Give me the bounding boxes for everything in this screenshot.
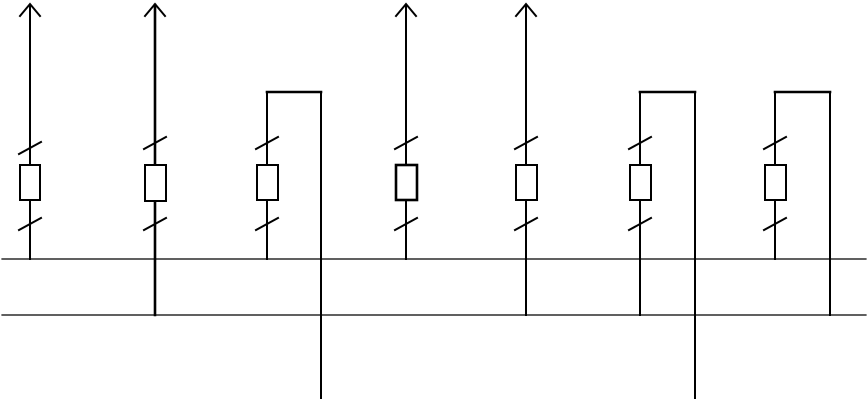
switch-mark-upper (627, 135, 653, 151)
element-box (764, 164, 787, 201)
element-box (256, 164, 279, 201)
element-box (629, 164, 652, 201)
switch-mark-lower (393, 216, 419, 232)
feeder-3 (254, 90, 323, 399)
arrow-head-icon (143, 2, 167, 18)
switch-mark-upper (762, 135, 788, 151)
switch-mark-upper (254, 135, 280, 151)
feeder-6 (627, 90, 697, 399)
switch-mark-lower (142, 216, 168, 232)
switch-mark-lower (254, 216, 280, 232)
switch-mark-upper (513, 135, 539, 151)
feeder-2 (142, 2, 168, 317)
switch-mark-upper (142, 135, 168, 151)
arrow-head-icon (18, 2, 42, 18)
feeder-5 (513, 2, 539, 316)
switch-mark-upper (17, 140, 43, 156)
element-box (144, 164, 167, 202)
switch-mark-lower (17, 216, 43, 232)
element-box (394, 163, 419, 202)
feeder-4 (393, 2, 419, 260)
arrow-head-icon (394, 2, 418, 18)
feeder-7 (762, 90, 832, 316)
element-box (19, 164, 41, 201)
feeder-1 (17, 2, 43, 260)
switch-mark-lower (627, 216, 653, 232)
switch-mark-lower (762, 216, 788, 232)
switch-mark-upper (393, 135, 419, 151)
switch-mark-lower (513, 216, 539, 232)
element-box (515, 164, 538, 201)
arrow-head-icon (514, 2, 538, 18)
